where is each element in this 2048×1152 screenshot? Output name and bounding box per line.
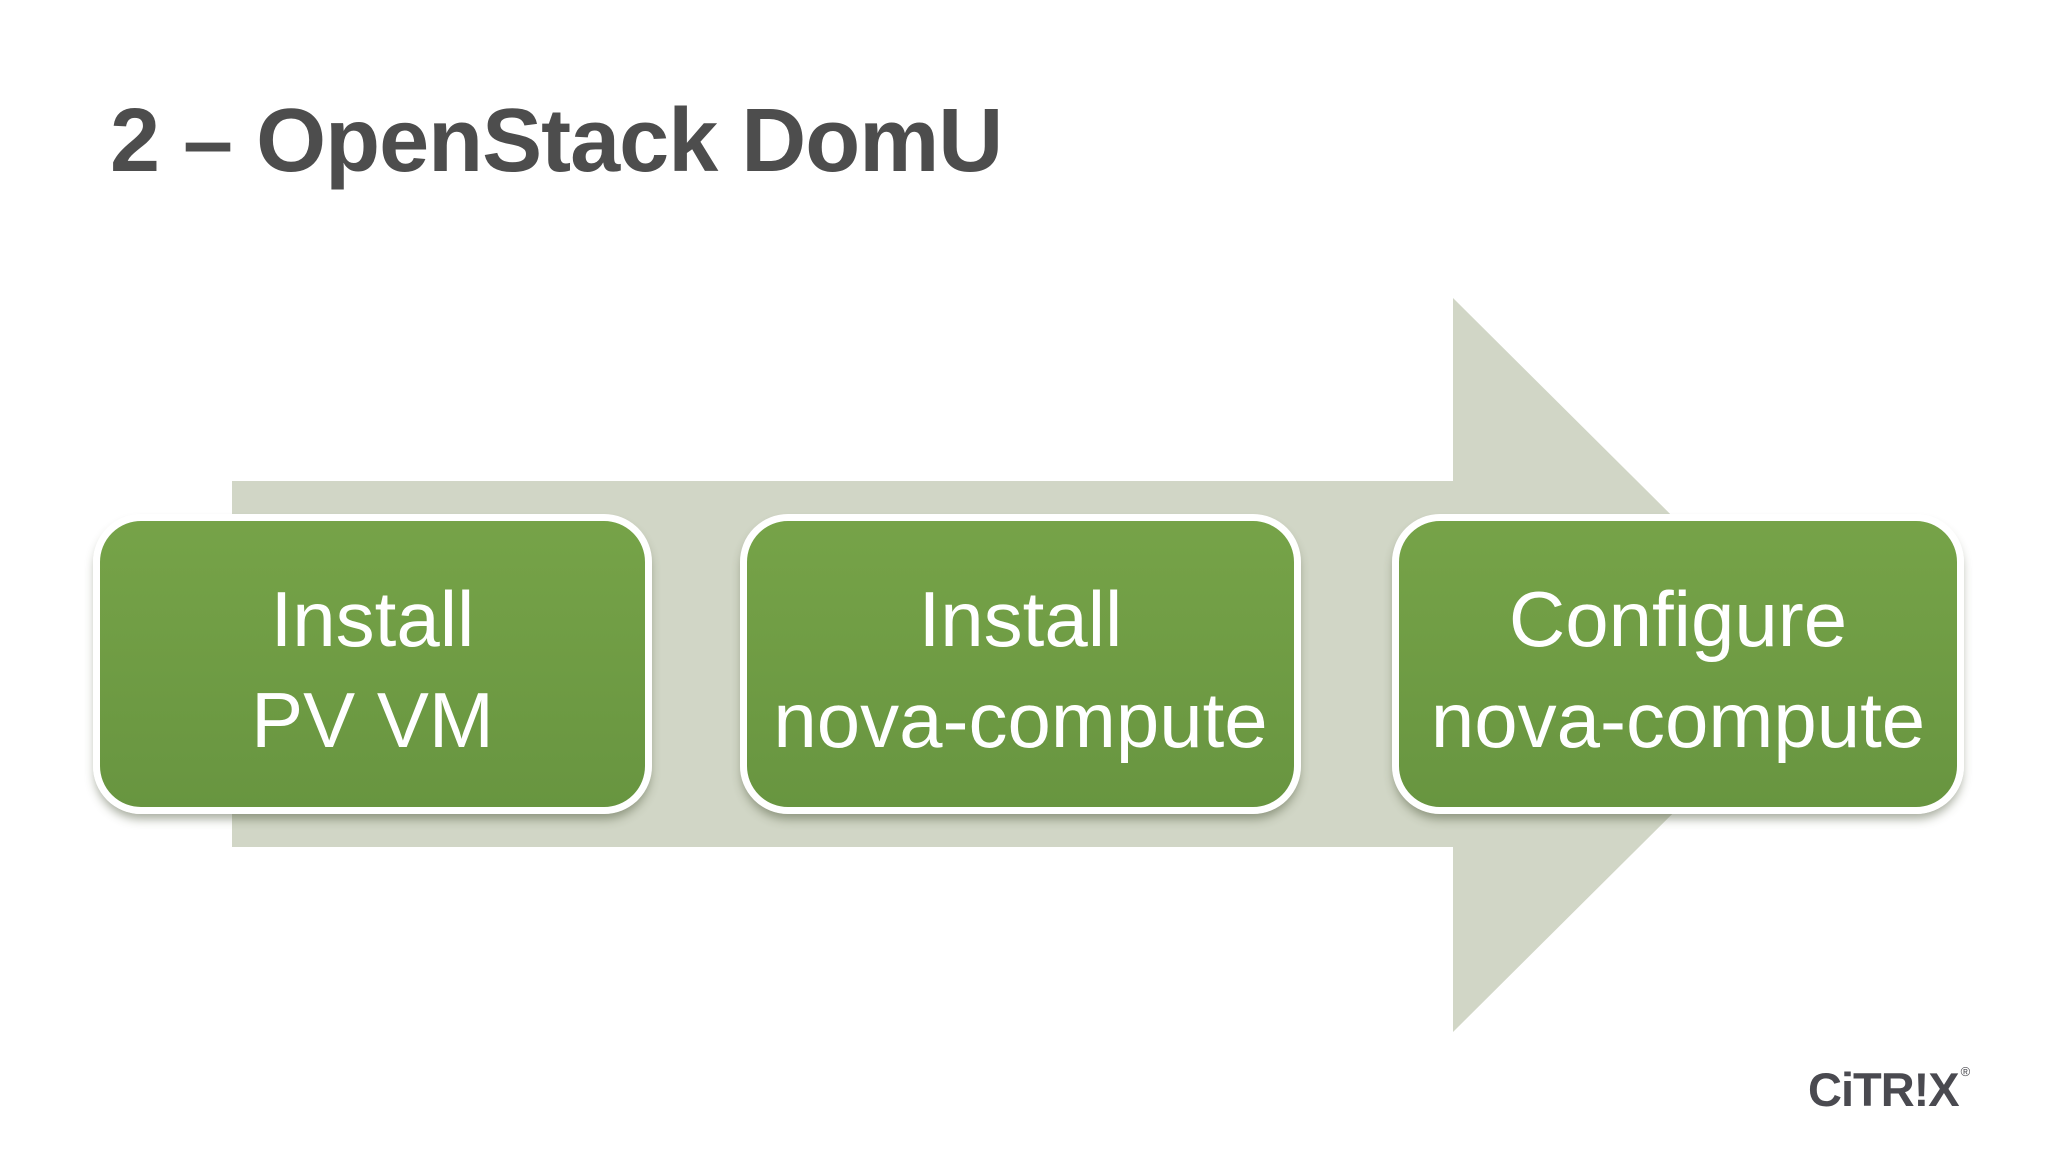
- step-1-label-line-2: PV VM: [251, 676, 494, 764]
- citrix-wordmark: CiTR!X: [1808, 1063, 1960, 1116]
- step-3-label-line-2: nova-compute: [1430, 676, 1926, 764]
- slide-title: 2 – OpenStack DomU: [110, 91, 1003, 191]
- step-2-label-line-2: nova-compute: [773, 676, 1268, 764]
- step-box-install-nova-compute: Install nova-compute: [740, 514, 1301, 814]
- step-box-install-pv-vm: Install PV VM: [93, 514, 652, 814]
- registered-trademark-icon: ®: [1960, 1064, 1971, 1079]
- step-box-configure-nova-compute: Configure nova-compute: [1392, 514, 1964, 814]
- step-1-label-line-1: Install: [270, 574, 475, 663]
- citrix-logo: CiTR!X®: [1808, 1062, 1970, 1117]
- step-3-label-line-1: Configure: [1508, 574, 1848, 663]
- step-2-label-line-1: Install: [918, 574, 1123, 663]
